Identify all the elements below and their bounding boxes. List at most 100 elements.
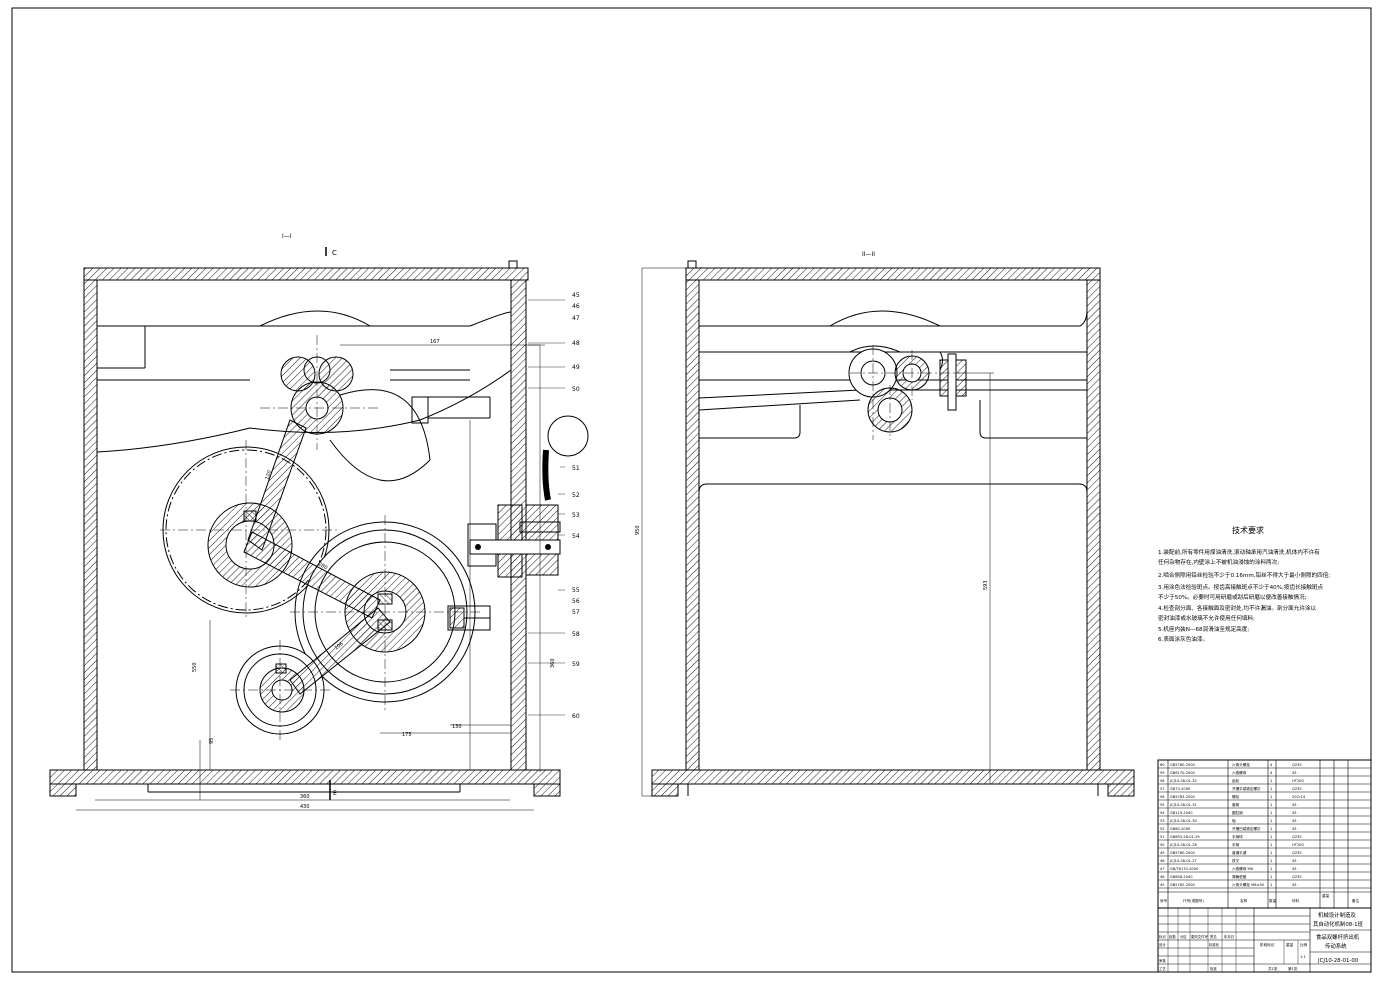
bom-header-qty: 数量 xyxy=(1269,898,1277,903)
bom-cell-no: 55 xyxy=(1160,803,1165,807)
bom-cell-name: 螺栓 xyxy=(1232,794,1240,799)
title-label-process: 工艺 xyxy=(1159,966,1166,971)
bom-cell-material: Q235 xyxy=(1292,875,1302,879)
bom-header-note: 备注 xyxy=(1352,898,1360,903)
bom-header-material: 材料 xyxy=(1292,898,1300,903)
bom-cell-material: Q235 xyxy=(1292,835,1302,839)
part-number: 51 xyxy=(572,465,580,472)
bom-cell-qty: 1 xyxy=(1270,859,1272,863)
tech-requirement-line: 2.啮合侧隙用铅丝检验不少于0.16mm,铅丝不得大于最小侧隙的四倍; xyxy=(1158,571,1330,579)
part-number: 46 xyxy=(572,303,580,310)
dim-bottom-overall: 430 xyxy=(300,804,310,810)
bom-cell-no: 45 xyxy=(1160,883,1165,887)
title-label-review: 审核 xyxy=(1159,958,1166,963)
bom-cell-no: 46 xyxy=(1160,875,1165,879)
school-line-2: 其自动化机制08-1班 xyxy=(1313,920,1364,928)
title-label-standard: 标准化 xyxy=(1209,942,1220,947)
bom-cell-qty: 1 xyxy=(1270,875,1272,879)
bom-cell-code: GB5783-2000 xyxy=(1170,795,1196,799)
bom-cell-qty: 4 xyxy=(1270,763,1273,767)
part-number: 48 xyxy=(572,340,580,347)
part-number: 57 xyxy=(572,609,580,616)
bom-cell-material: 45 xyxy=(1292,859,1297,863)
part-number: 53 xyxy=(572,512,580,519)
dim-right-inner: 593 xyxy=(983,580,989,590)
bom-cell-qty: 4 xyxy=(1270,771,1273,775)
bom-cell-material: 45 xyxy=(1292,883,1297,887)
bom-cell-name: 开槽凹端紧定螺钉 xyxy=(1232,826,1261,831)
bom-cell-no: 50 xyxy=(1160,843,1165,847)
bom-cell-no: 53 xyxy=(1160,819,1165,823)
bom-header-no: 序号 xyxy=(1160,898,1168,903)
bom-cell-qty: 1 xyxy=(1270,803,1272,807)
bom-cell-code: JCJ10-28-01-28 xyxy=(1169,843,1198,847)
bom-cell-code: GB6170-2000 xyxy=(1170,771,1196,775)
bom-cell-code: JCJ10-28-01-31 xyxy=(1169,803,1197,807)
part-number: 59 xyxy=(572,661,580,668)
dim-left-height: 550 xyxy=(192,662,198,672)
bom-cell-no: 54 xyxy=(1160,811,1165,815)
left-view-label: I—I xyxy=(282,233,292,240)
bom-cell-material: 35 xyxy=(1292,827,1297,831)
bom-cell-qty: 1 xyxy=(1270,827,1272,831)
bom-header-code: 代号(或图号) xyxy=(1183,898,1204,903)
dim-diag-c: 106 xyxy=(334,641,345,652)
bom-cell-material: HT200 xyxy=(1292,843,1304,847)
tech-requirement-line: 3.用涂色法检验斑点。按齿高接触斑点不少于40%;按齿长接触斑点 xyxy=(1158,583,1323,591)
bom-cell-qty: 1 xyxy=(1270,835,1272,839)
bom-cell-material: HT200 xyxy=(1292,779,1304,783)
part-number: 49 xyxy=(572,364,580,371)
sheet-total: 共1张 xyxy=(1268,966,1278,971)
bom-cell-material: Q235 xyxy=(1292,787,1302,791)
dim-diag-b: 280 xyxy=(317,561,328,571)
bom-cell-code: JCJ10-28-01-27 xyxy=(1169,859,1197,863)
bom-cell-no: 57 xyxy=(1160,787,1165,791)
dim-left-side-b: 95 xyxy=(209,738,215,744)
drawing-title-2: 传动系统 xyxy=(1325,942,1347,950)
section-c-label: C xyxy=(332,249,337,257)
sheet-number: 第1张 xyxy=(1288,966,1298,971)
bom-cell-qty: 1 xyxy=(1270,883,1272,887)
drawing-title-1: 食品双螺杆挤出机 xyxy=(1316,933,1360,941)
bom-cell-no: 49 xyxy=(1160,851,1165,855)
bom-cell-code: GB5780-2000 xyxy=(1170,763,1196,767)
bom-cell-name: 圆柱销 xyxy=(1232,810,1243,815)
bom-cell-material: 20Cr14 xyxy=(1292,795,1306,799)
bom-cell-code: GB80-2000 xyxy=(1170,827,1191,831)
dim-bottom-base: 360 xyxy=(300,794,310,800)
tech-requirement-line: 6.表面涂灰色油漆。 xyxy=(1158,635,1208,643)
bom-cell-name: 六角头螺栓 xyxy=(1232,762,1250,767)
bom-cell-qty: 1 xyxy=(1270,843,1272,847)
bom-cell-material: Q235 xyxy=(1292,851,1302,855)
title-label-signature: 签名 xyxy=(1210,934,1217,939)
bom-cell-qty: 1 xyxy=(1270,795,1272,799)
part-number: 55 xyxy=(572,587,580,594)
bom-cell-qty: 1 xyxy=(1270,811,1272,815)
scale-label: 比例 xyxy=(1300,942,1308,947)
title-label-mark: 标记 xyxy=(1159,934,1166,939)
bom-cell-qty: 1 xyxy=(1270,779,1272,783)
bom-cell-no: 56 xyxy=(1160,795,1165,799)
bom-cell-qty: 1 xyxy=(1270,867,1272,871)
title-block: 标记 处数 分区 更改文件号 签名 年月日 设计 标准化 审核 工艺 批准 阶段… xyxy=(1157,907,1372,973)
part-number: 54 xyxy=(572,533,580,540)
bom-cell-qty: 1 xyxy=(1270,819,1272,823)
weight-label: 重量 xyxy=(1286,942,1294,947)
bom-cell-name: 普通平键 xyxy=(1232,850,1247,855)
tech-requirement-line: 1.装配前,所有零件用煤油清洗,滚动轴承用汽油清洗,机体内不许有 xyxy=(1158,548,1320,556)
bom-cell-material: 35 xyxy=(1292,811,1297,815)
title-label-zone: 分区 xyxy=(1180,934,1187,939)
bom-cell-name: 六角头螺栓 M8×40 xyxy=(1232,882,1265,887)
bom-cell-material: Q235 xyxy=(1292,763,1302,767)
bom-cell-no: 48 xyxy=(1160,859,1165,863)
dim-top-gear-span: 167 xyxy=(430,339,440,345)
tech-requirements: 技术要求 1.装配前,所有零件用煤油清洗,滚动轴承用汽油清洗,机体内不许有 任何… xyxy=(1158,525,1330,643)
tech-requirement-line: 任何杂物存在,内壁涂上不被机油浸蚀的涂料两次; xyxy=(1158,558,1279,566)
bom-cell-name: 开槽平端紧定螺钉 xyxy=(1232,786,1261,791)
bom-cell-code: GB5780-2000 xyxy=(1170,851,1196,855)
right-view-label: II—II xyxy=(862,251,875,258)
bom-header-weight: 重量 xyxy=(1322,893,1330,898)
bom-cell-code: GB893-28-01-29 xyxy=(1170,835,1200,839)
bom-cell-name: 手柄球 xyxy=(1232,834,1243,839)
